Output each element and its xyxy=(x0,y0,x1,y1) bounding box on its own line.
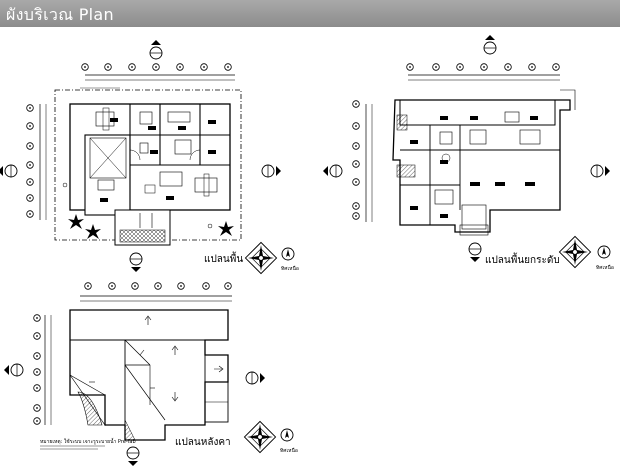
page-header: ผังบริเวณ Plan xyxy=(0,0,620,27)
north-label: ทิศเหนือ xyxy=(281,265,299,272)
north-label-3: ทิศเหนือ xyxy=(280,447,298,454)
site-plan-drawing: แปลนพื้น ทิศเหนือ xyxy=(0,34,614,467)
split-level-plan: แปลนพื้นยกระดับ ทิศเหนือ xyxy=(322,34,614,271)
roof-caption: แปลนหลังคา xyxy=(175,437,231,448)
split-level-caption: แปลนพื้นยกระดับ xyxy=(485,252,560,266)
page-title: ผังบริเวณ Plan xyxy=(6,5,114,24)
ground-floor-caption: แปลนพื้น xyxy=(204,251,243,265)
roof-plan: หมายเหตุ: ใช้ระบบ เจาะรูระบายน้ำ Pre-fab… xyxy=(3,282,298,467)
roof-note: หมายเหตุ: ใช้ระบบ เจาะรูระบายน้ำ Pre-fab xyxy=(40,436,136,445)
ground-floor-plan: แปลนพื้น ทิศเหนือ xyxy=(0,39,299,275)
north-label-2: ทิศเหนือ xyxy=(596,264,614,271)
